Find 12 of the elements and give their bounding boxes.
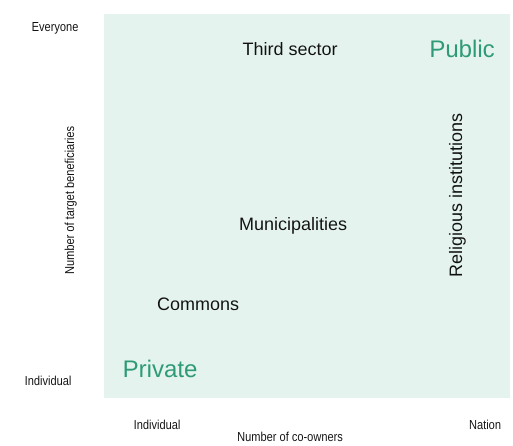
axis-title: Number of target beneficiaries — [62, 126, 78, 274]
axis-end-label: Individual — [134, 418, 180, 432]
category-label: Religious institutions — [447, 112, 467, 278]
axis-end-label: Individual — [24, 374, 72, 388]
axis-title: Number of co-owners — [237, 430, 343, 444]
category-label: Private — [122, 356, 198, 384]
category-label: Third sector — [242, 40, 338, 60]
category-label: Public — [429, 36, 495, 64]
category-label: Municipalities — [238, 215, 348, 235]
axis-end-label: Everyone — [32, 20, 78, 34]
axis-end-label: Nation — [469, 418, 501, 432]
category-label: Commons — [156, 295, 240, 315]
